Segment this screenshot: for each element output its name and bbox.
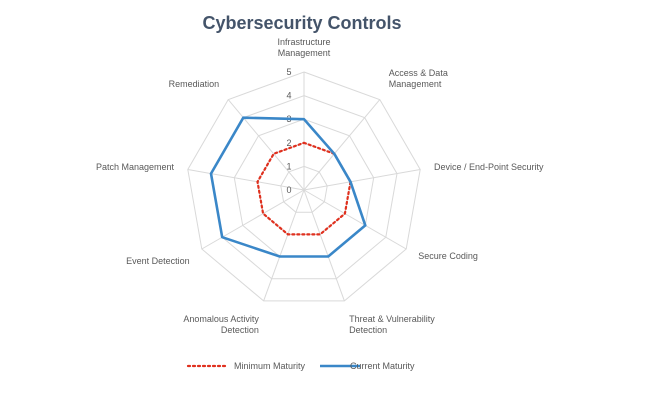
- series-layer: [209, 116, 367, 258]
- tick-label-5: 5: [286, 67, 291, 77]
- tick-label-4: 4: [286, 91, 291, 101]
- spoke-access-data-management: [303, 99, 381, 191]
- series-line-minimum-maturity: [256, 141, 352, 236]
- spoke-secure-coding: [303, 189, 407, 250]
- chart-title: Cybersecurity Controls: [202, 13, 401, 33]
- category-label-device-end-point-security: Device / End-Point Security: [434, 162, 544, 172]
- category-label-remediation: Remediation: [169, 79, 220, 89]
- category-label-secure-coding: Secure Coding: [418, 251, 478, 261]
- spoke-remediation: [227, 99, 305, 191]
- category-label-event-detection: Event Detection: [126, 256, 190, 266]
- tick-label-2: 2: [286, 138, 291, 148]
- category-label-patch-management: Patch Management: [96, 162, 175, 172]
- spoke-device-end-point-security: [303, 169, 421, 191]
- spoke-threat-vulnerability-detection: [303, 189, 345, 302]
- grid-ring-5: [187, 71, 421, 302]
- legend: Minimum Maturity Current Maturity: [186, 361, 415, 371]
- spoke-anomalous-activity-detection: [263, 189, 305, 302]
- legend-label-current-maturity: Current Maturity: [350, 361, 415, 371]
- legend-label-minimum-maturity: Minimum Maturity: [234, 361, 306, 371]
- tick-label-0: 0: [286, 185, 291, 195]
- grid-layer: [187, 71, 421, 302]
- spoke-event-detection: [201, 189, 305, 250]
- series-line-current-maturity: [209, 116, 367, 258]
- spoke-patch-management: [187, 169, 305, 191]
- tick-label-1: 1: [286, 161, 291, 171]
- grid-ring-1: [280, 165, 328, 213]
